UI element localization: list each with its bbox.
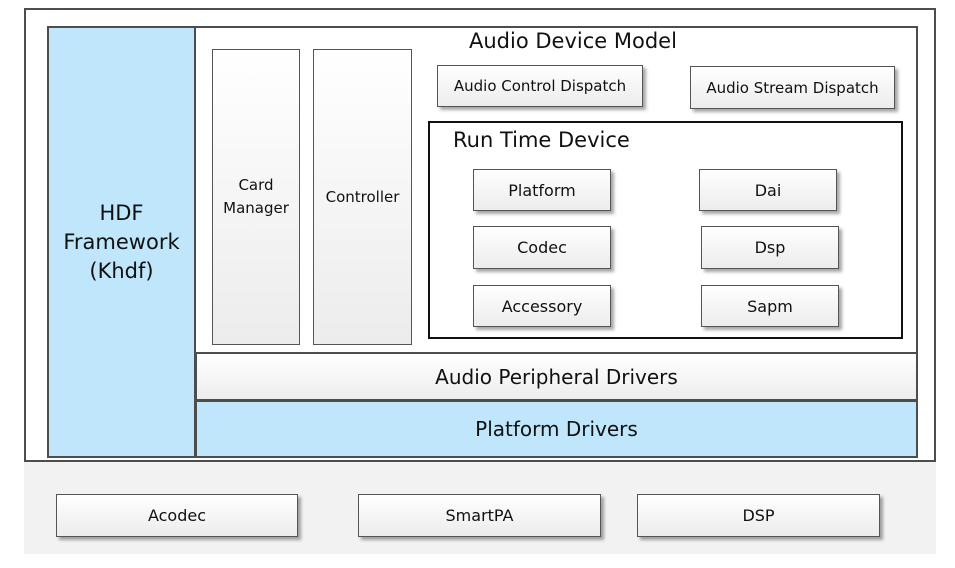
platform-block: Platform: [473, 169, 611, 211]
hdf-framework-block: HDF Framework (Khdf): [47, 26, 196, 458]
codec-block: Codec: [473, 226, 611, 269]
controller-block: Controller: [313, 49, 412, 345]
platform-drivers-band: Platform Drivers: [195, 400, 918, 458]
audio-peripheral-drivers-band: Audio Peripheral Drivers: [195, 352, 918, 401]
audio-control-dispatch-block: Audio Control Dispatch: [437, 65, 643, 107]
dai-block: Dai: [699, 169, 837, 211]
audio-stream-dispatch-block: Audio Stream Dispatch: [690, 66, 895, 109]
card-manager-block: Card Manager: [212, 49, 300, 345]
dsp-hardware-block: DSP: [637, 494, 880, 537]
audio-device-model-title: Audio Device Model: [469, 29, 677, 53]
run-time-device-title: Run Time Device: [453, 128, 630, 152]
acodec-block: Acodec: [56, 494, 298, 537]
accessory-block: Accessory: [473, 285, 611, 327]
dsp-block: Dsp: [701, 226, 839, 269]
smartpa-block: SmartPA: [358, 494, 601, 537]
sapm-block: Sapm: [701, 285, 839, 327]
